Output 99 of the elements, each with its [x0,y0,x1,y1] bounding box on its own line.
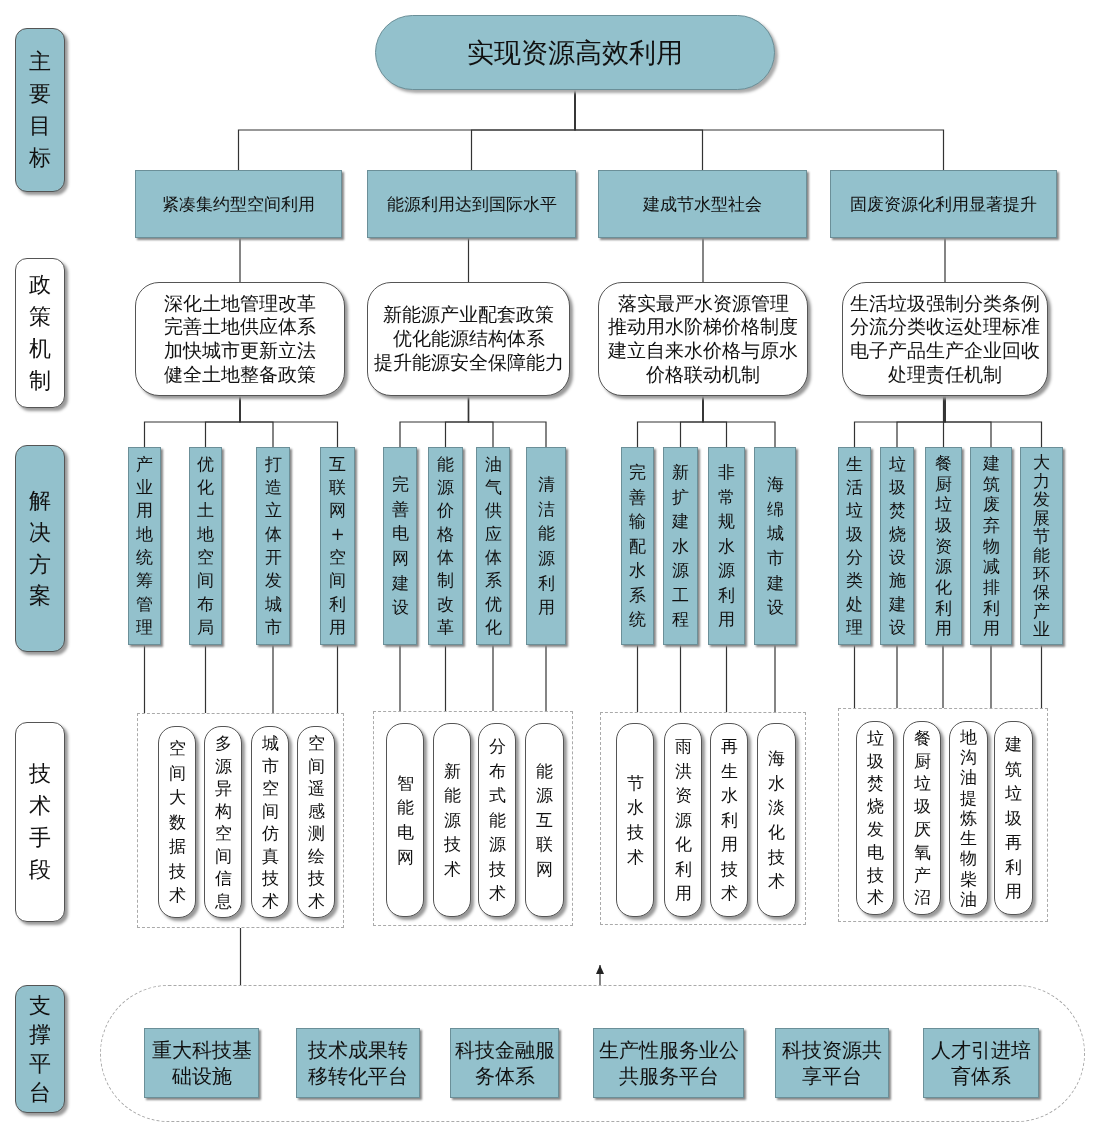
connector-line [239,395,339,448]
goal-pill: 实现资源高效利用 [375,15,775,90]
connector-line [774,644,776,713]
policy-item: 优化能源结构体系 [392,327,545,351]
solution-box: 完善输配水系统 [621,447,654,645]
connector-line [574,89,945,171]
solution-box: 海绵城市建设 [754,447,796,645]
connector-line [545,644,547,712]
connector-line [239,927,242,986]
connector-line [143,644,146,714]
connector-line [399,644,401,712]
solution-box: 新扩建水源工程 [663,447,698,645]
connector-line [679,644,682,713]
row-label: 支撑平台 [15,985,65,1113]
technology-box: 能源互联网 [525,723,564,917]
technology-box: 空间大数据技术 [158,726,196,918]
policy-item: 电子产品生产企业回收处理责任机制 [849,339,1041,387]
row-label: 政策机制 [15,258,65,408]
technology-box: 再生水利用技术 [710,723,748,917]
goal-box: 紧凑集约型空间利用 [135,170,342,238]
connector-line [204,644,207,714]
solution-box: 餐厨垃圾资源化利用 [925,447,962,645]
policy-item: 落实最严水资源管理 [617,291,789,316]
solution-box: 互联网+空间利用 [320,447,355,645]
connector-line [636,644,639,713]
technology-box: 地沟油提炼生物柴油 [949,721,988,915]
connector-line [702,395,776,448]
solution-box: 打造立体开发城市 [256,447,290,645]
platform-box: 科技资源共享平台 [775,1028,889,1098]
technology-box: 雨洪资源化利用 [664,723,702,917]
policy-item: 深化土地管理改革 [164,291,316,316]
solution-box: 建筑废弃物减排利用 [970,447,1012,645]
technology-box: 分布式能源技术 [478,723,516,917]
solution-box: 清洁能源利用 [526,447,566,645]
policy-item: 健全土地整备政策 [164,362,316,387]
connector-line [944,237,946,283]
policy-item: 加快城市更新立法 [164,339,316,363]
solution-box: 垃圾焚烧设施建设 [880,447,914,645]
connector-line [944,395,1043,448]
connector-line [1040,644,1043,709]
connector-line [492,644,494,712]
policy-card [135,282,345,396]
connector-line [942,644,944,709]
technology-box: 空间遥感测绘技术 [297,726,335,918]
solution-box: 大力发展节能环保产业 [1020,447,1063,645]
arrow [596,964,604,986]
solution-box: 产业用地统筹管理 [128,447,161,645]
policy-item: 完善土地供应体系 [164,315,316,339]
policy-card [598,282,808,396]
solution-box: 完善电网建设 [383,447,417,645]
policy-card [367,282,570,396]
technology-box: 餐厨垃圾厌氧产沼 [903,721,941,915]
policy-card [842,282,1048,396]
group-frame [137,713,344,928]
technology-box: 城市空间仿真技术 [251,726,289,918]
connector-line [239,237,241,283]
technology-box: 新能源技术 [433,723,471,917]
technology-box: 节水技术 [616,723,654,917]
goal-box: 能源利用达到国际水平 [367,170,576,238]
connector-line [896,644,898,709]
connector-line [444,644,447,712]
row-label: 主要目标 [15,28,65,192]
technology-box: 建筑垃圾再利用 [994,721,1033,915]
technology-box: 垃圾焚烧发电技术 [856,721,894,915]
policy-item: 提升能源安全保障能力 [373,350,564,375]
solution-box: 优化土地空间布局 [189,447,222,645]
platform-box: 科技金融服务体系 [450,1028,559,1098]
policy-item: 推动用水阶梯价格制度 [608,315,798,339]
solution-box: 生活垃圾分类处理 [838,447,871,645]
policy-item: 生活垃圾强制分类条例 [850,291,1040,316]
goal-box: 建成节水型社会 [598,170,807,238]
connector-line [942,395,945,448]
technology-box: 海水淡化技术 [757,723,796,917]
platform-box: 重大科技基础设施 [144,1028,259,1098]
solution-box: 非常规水源利用 [708,447,745,645]
connector-line [336,644,339,714]
group-frame [600,712,806,925]
row-label: 解决方案 [15,445,65,652]
connector-line [467,237,470,283]
connector-line [702,237,704,283]
connector-line [990,644,992,709]
technology-box: 多源异构空间信息 [204,726,242,918]
platform-box: 技术成果转移转化平台 [296,1028,420,1098]
connector-line [725,644,728,713]
goal-box: 固废资源化利用显著提升 [830,170,1057,238]
technology-box: 智能电网 [386,723,424,917]
group-frame [373,711,573,926]
connector-line [853,644,856,709]
group-frame [838,708,1048,922]
connector-line [272,644,274,714]
solution-box: 能源价格体制改革 [428,447,463,645]
policy-item: 新能源产业配套政策 [383,303,554,328]
connector-line [467,395,547,448]
solution-box: 油气供应体系优化 [476,447,510,645]
platform-box: 生产性服务业公共服务平台 [593,1028,744,1098]
policy-item: 分流分类收运处理标准 [850,315,1040,339]
platform-box: 人才引进培育体系 [923,1028,1039,1098]
policy-item: 建立自来水价格与原水价格联动机制 [607,339,799,387]
row-label: 技术手段 [15,722,65,922]
